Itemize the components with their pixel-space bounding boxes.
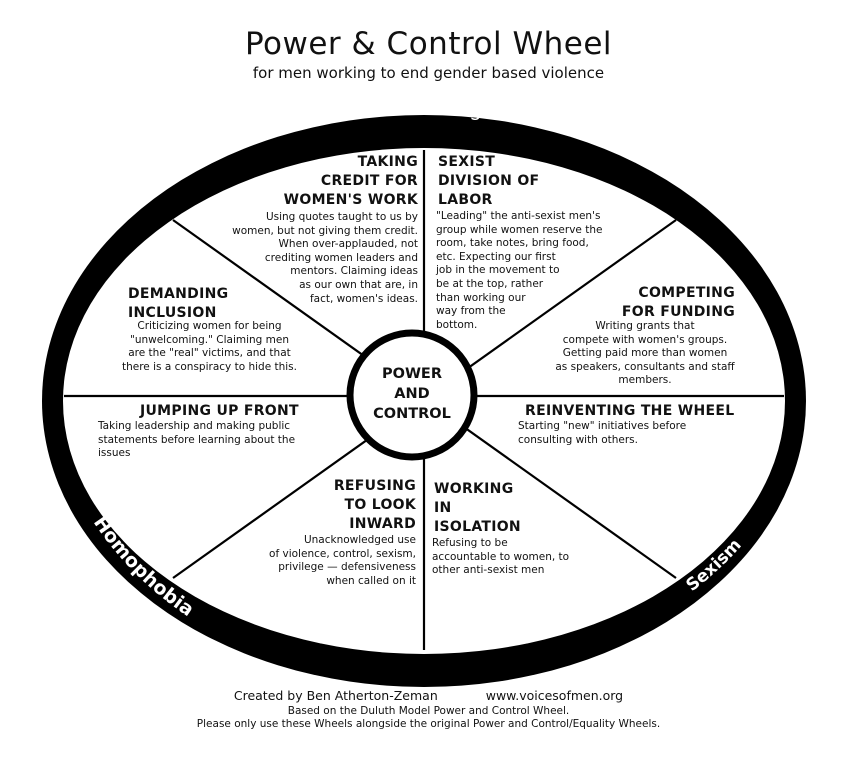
segment-working-isolation-heading: WORKING IN ISOLATION (434, 481, 521, 535)
center-line-3: CONTROL (373, 406, 451, 422)
segment-refusing-inward-body: Unacknowledged use of violence, control,… (269, 534, 416, 587)
page-title: Power & Control Wheel (244, 26, 613, 62)
center-line-1: POWER (381, 366, 443, 382)
segment-jumping-up-front-body: Taking leadership and making public stat… (98, 420, 296, 460)
footer-url: www.voicesofmen.org (485, 688, 624, 703)
segment-jumping-up-front-heading: JUMPING UP FRONT (140, 403, 299, 419)
segment-reinventing-wheel-heading: REINVENTING THE WHEEL (525, 403, 735, 419)
footer-credit: Created by Ben Atherton-Zeman (233, 688, 438, 703)
center-hub (346, 329, 478, 461)
center-line-2: AND (394, 386, 430, 402)
center-label: POWER AND CONTROL (362, 364, 462, 424)
segment-working-isolation-body: Refusing to be accountable to women, to … (432, 537, 570, 577)
segment-competing-funding-heading: COMPETING FOR FUNDING (621, 285, 735, 320)
segment-competing-funding-body: Writing grants that compete with women's… (555, 320, 735, 387)
footer-usage: Please only use these Wheels alongside t… (196, 718, 661, 730)
footer-credit-line: Created by Ben Atherton-Zeman www.voices… (0, 688, 857, 703)
segment-taking-credit-heading: TAKING CREDIT FOR WOMEN'S WORK (283, 154, 418, 208)
segment-taking-credit-body: Using quotes taught to us by women, but … (232, 211, 418, 305)
segment-refusing-inward-heading: REFUSING TO LOOK INWARD (333, 478, 416, 532)
segment-demanding-inclusion-heading: DEMANDING INCLUSION (128, 286, 229, 321)
segment-sexist-division-heading: SEXIST DIVISION OF LABOR (438, 154, 540, 208)
segment-sexist-division-body: "Leading" the anti-sexist men's group wh… (436, 210, 603, 331)
footer-based-on: Based on the Duluth Model Power and Cont… (287, 705, 570, 717)
page-subtitle: for men working to end gender based viol… (252, 64, 605, 82)
segment-reinventing-wheel-body: Starting "new" initiatives before consul… (518, 420, 687, 446)
segment-demanding-inclusion-body: Criticizing women for being "unwelcoming… (121, 320, 297, 373)
